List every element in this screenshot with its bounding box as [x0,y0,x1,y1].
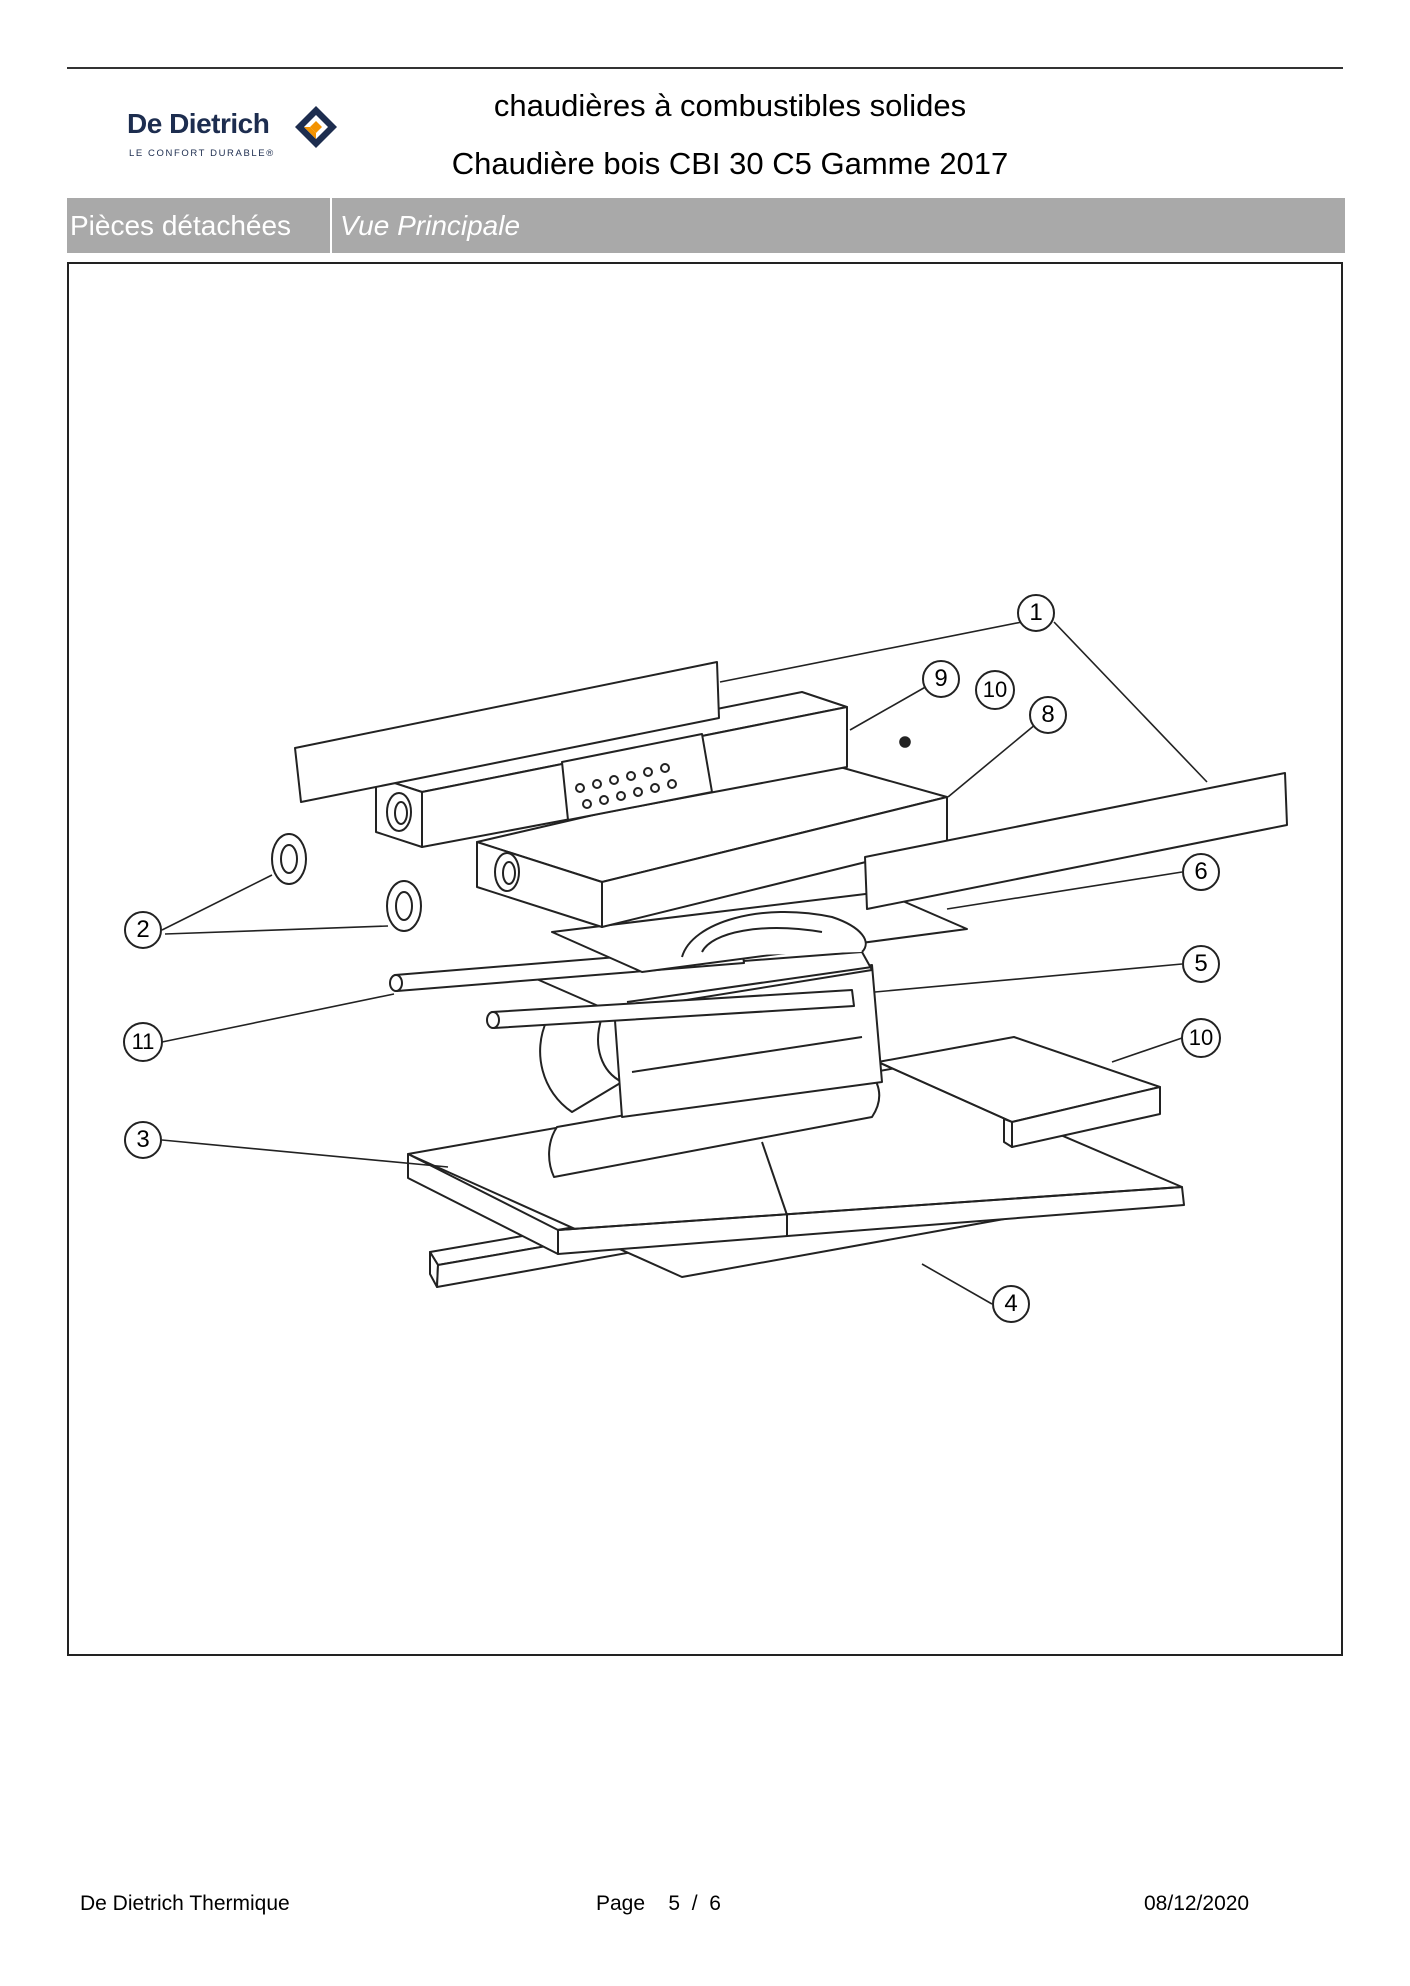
page-label: Page [596,1892,646,1915]
footer-date: 08/12/2020 [1144,1892,1250,1915]
document-category: chaudières à combustibles solides [493,88,967,123]
part-lower-box [476,761,948,928]
top-rule [67,67,1343,69]
part-top-panel-left [294,661,720,803]
callout-10-side: 10 [1181,1018,1221,1058]
document-product: Chaudière bois CBI 30 C5 Gamme 2017 [451,146,1009,181]
callout-2: 2 [124,911,162,949]
brand-diamond-icon [295,106,337,148]
brand-name: De Dietrich [127,108,270,139]
callout-5: 5 [1182,945,1220,983]
page-separator: / [691,1892,698,1915]
section-view: Vue Principale [340,210,521,241]
part-top-panel-right [864,772,1288,910]
callout-6: 6 [1182,853,1220,891]
callout-11: 11 [123,1022,163,1062]
callout-10-top: 10 [975,670,1015,710]
exploded-view-frame: 1 9 10 8 6 2 5 11 10 3 4 [67,262,1343,1656]
part-baffle [551,891,968,973]
part-rings [271,833,422,932]
brand-logo: De Dietrich LE CONFORT DURABLE® [127,106,347,168]
brand-tagline: LE CONFORT DURABLE® [129,148,275,159]
callout-4: 4 [992,1285,1030,1323]
page-current: 5 [668,1892,681,1915]
page-total: 6 [709,1892,721,1915]
callout-3: 3 [124,1121,162,1159]
part-side-plate [877,1036,1161,1148]
callout-8: 8 [1029,696,1067,734]
footer-company: De Dietrich Thermique [80,1892,290,1915]
exploded-view-diagram [161,621,1288,1305]
callout-9: 9 [922,660,960,698]
footer-page-indicator: Page 5 / 6 [596,1892,721,1916]
section-bar: Pièces détachées Vue Principale [67,198,1345,253]
section-cell [67,198,332,253]
section-label: Pièces détachées [70,210,292,241]
callout-1: 1 [1017,594,1055,632]
